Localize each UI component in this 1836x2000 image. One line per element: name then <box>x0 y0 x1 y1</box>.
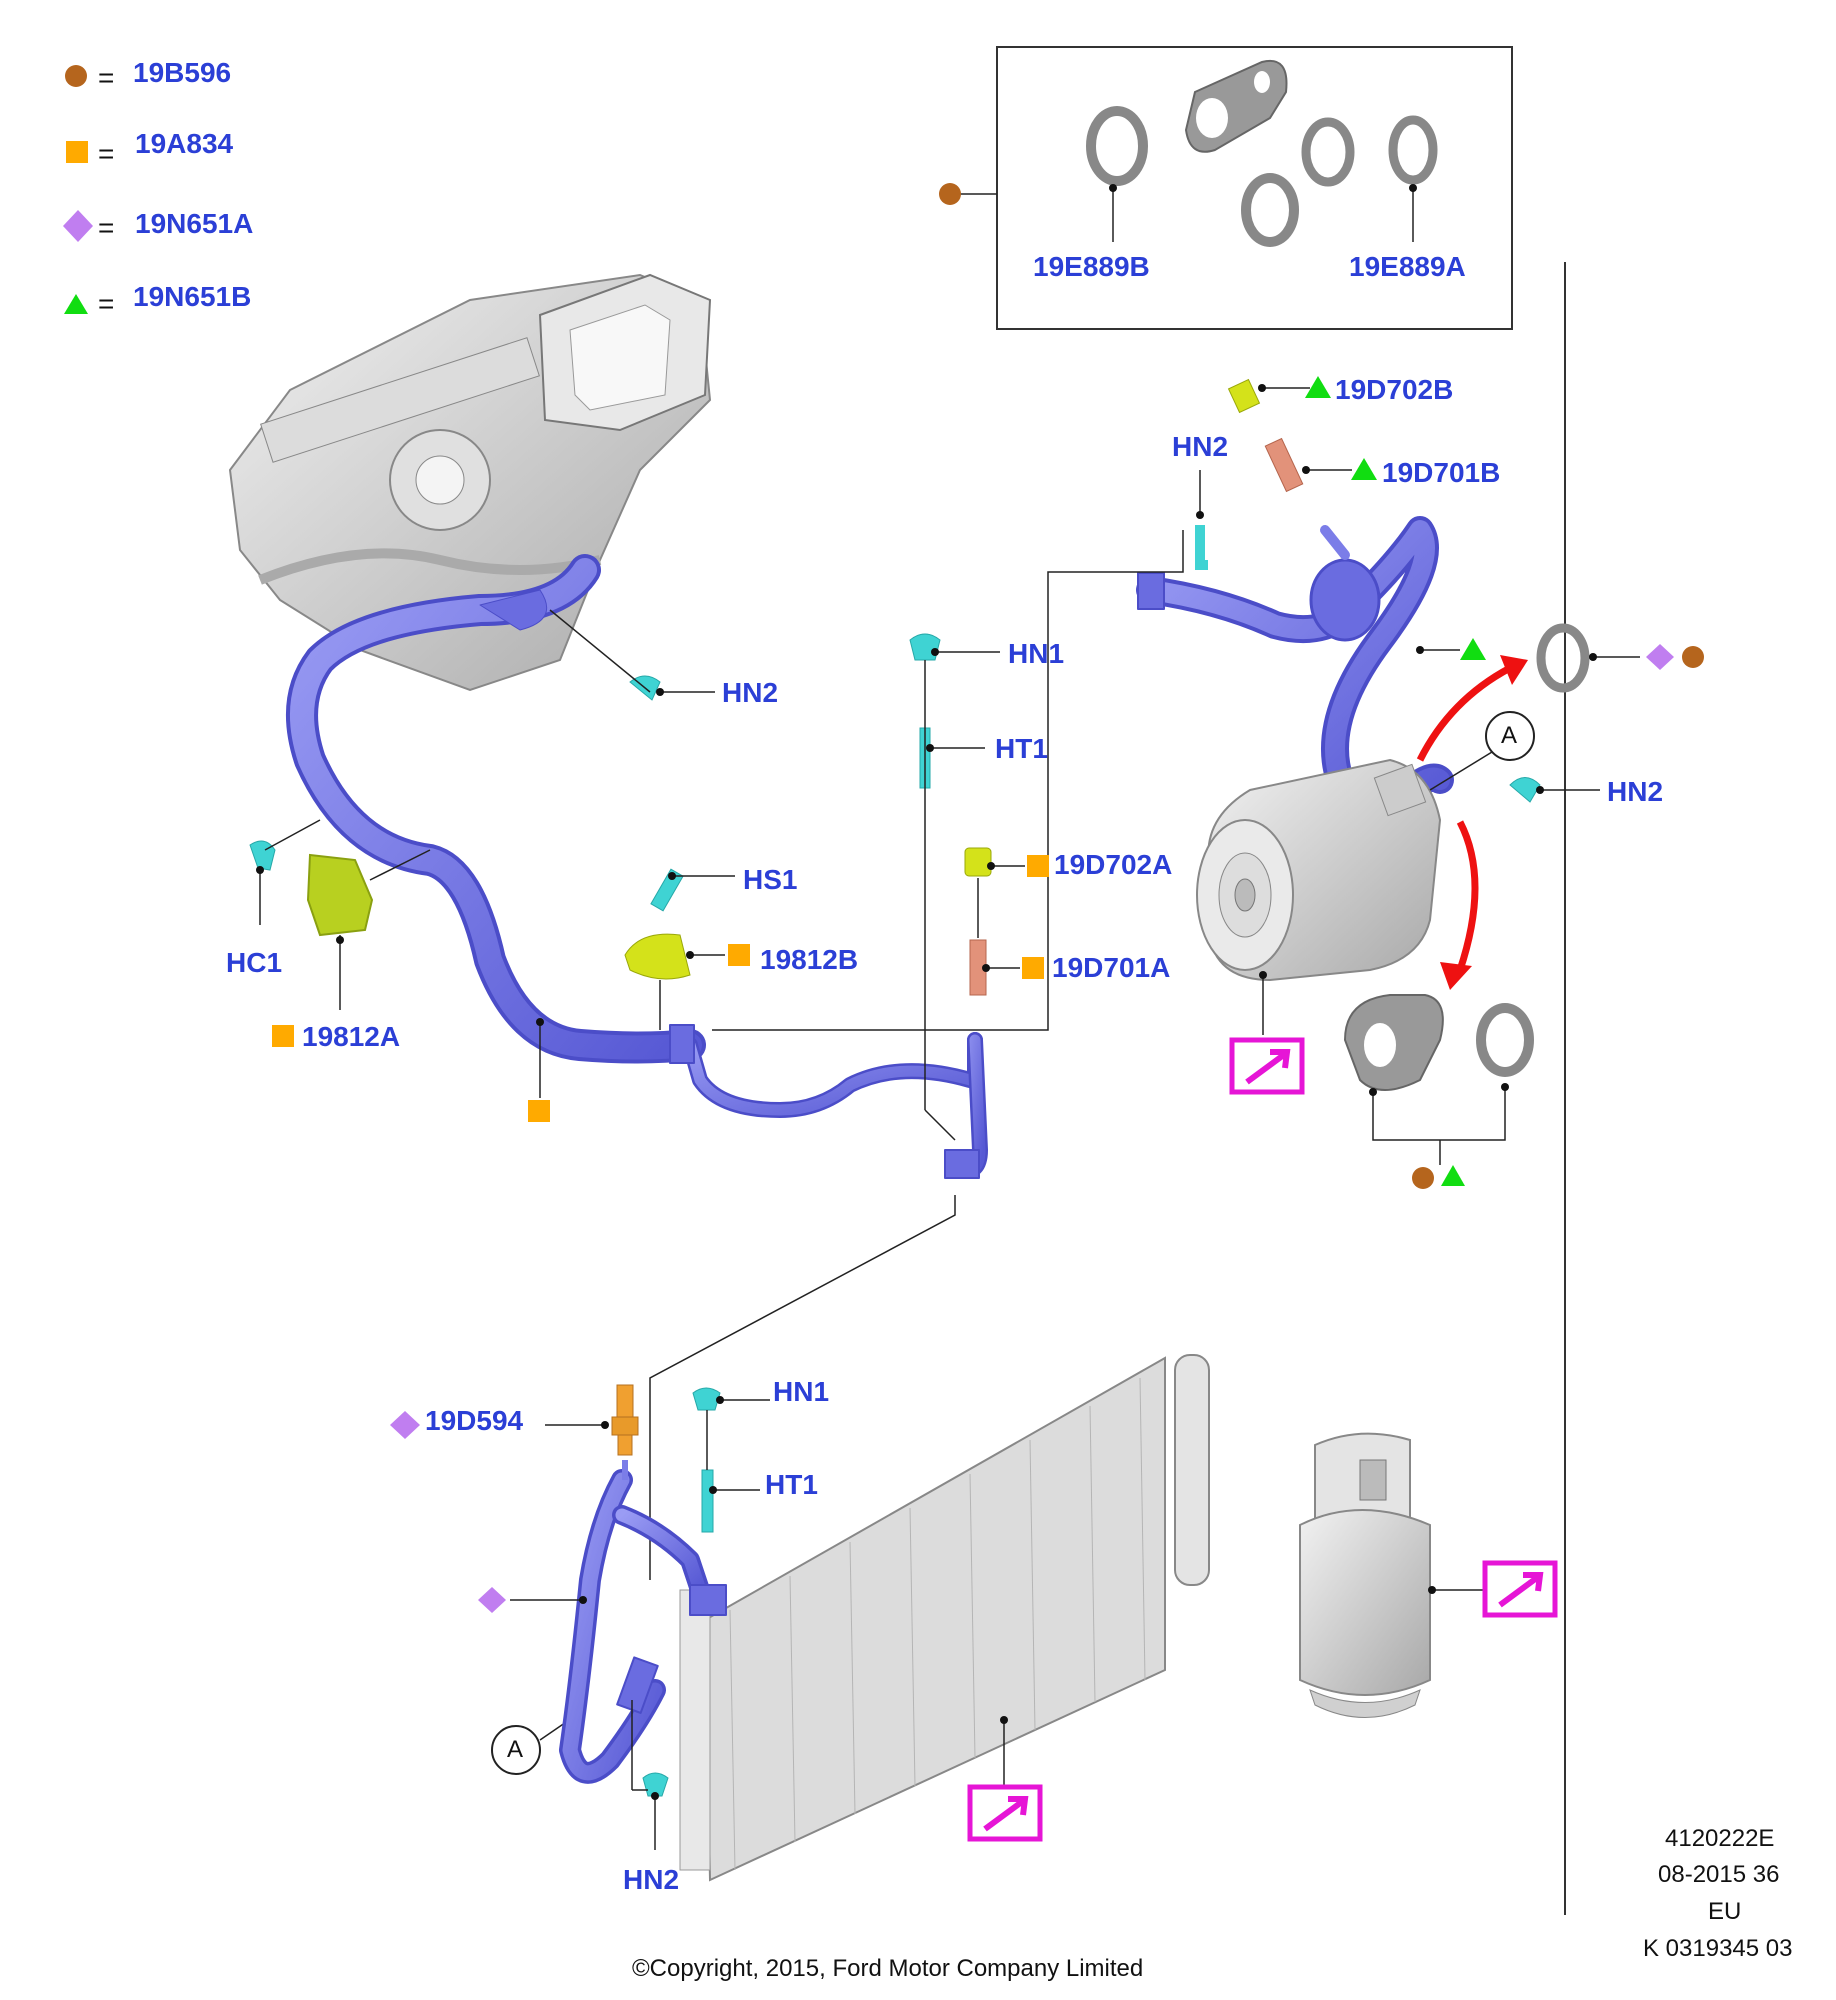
label-hn2-compressor: HN2 <box>1607 776 1664 807</box>
o-ring-19e889b <box>1086 106 1148 186</box>
square-marker-19812a <box>272 1025 294 1047</box>
triangle-marker-701b <box>1351 458 1377 480</box>
label-hn2-low: HN2 <box>623 1864 680 1895</box>
callout-circle-icon <box>1485 711 1535 761</box>
label-19e889b: 19E889B <box>1033 251 1150 282</box>
doc-date: 08-2015 36 <box>1658 1861 1780 1888</box>
circle-marker-oring <box>1682 646 1704 668</box>
link-arrow-icon-condenser[interactable] <box>967 1784 1043 1842</box>
red-curved-arrow-icon <box>1416 664 1512 972</box>
legend-symbols <box>63 65 93 314</box>
liquid-pipe <box>669 1024 988 1179</box>
label-19d594: 19D594 <box>425 1405 524 1436</box>
heater-housing <box>228 273 712 692</box>
hn2-low-clip <box>642 1772 669 1797</box>
square-marker-701a <box>1022 957 1044 979</box>
o-ring-compressor <box>1536 623 1590 693</box>
legend-code-19a834: 19A834 <box>135 128 234 159</box>
doc-number: 4120222E <box>1665 1825 1775 1852</box>
legend-equals-4: = <box>98 288 115 319</box>
box-circle-marker <box>939 183 961 205</box>
compressor <box>1196 758 1442 982</box>
square-marker-19812b <box>728 944 750 966</box>
label-19d702b: 19D702B <box>1335 374 1454 405</box>
legend-code-19n651b: 19N651B <box>133 281 252 312</box>
o-ring-lower <box>1476 1003 1534 1077</box>
label-hn2-top: HN2 <box>1172 431 1229 462</box>
label-ht1-mid: HT1 <box>995 733 1048 764</box>
doc-ref: K 0319345 03 <box>1643 1935 1793 1962</box>
square-marker-702a <box>1027 855 1049 877</box>
link-arrow-icon[interactable] <box>1229 1037 1305 1095</box>
o-ring-19e889a <box>1388 115 1438 185</box>
copyright: ©Copyright, 2015, Ford Motor Company Lim… <box>632 1955 1144 1982</box>
legend-diamond-icon <box>63 210 93 242</box>
muffler <box>1309 558 1381 642</box>
label-hn1-low: HN1 <box>773 1376 830 1407</box>
hn1-ht1-mid <box>909 633 1000 1141</box>
service-valve-low <box>964 847 1049 996</box>
seal-kit-box <box>939 46 1513 330</box>
label-ht1-low: HT1 <box>765 1469 818 1500</box>
hn2-top-clip <box>712 470 1208 1031</box>
suction-pipe <box>286 554 706 1064</box>
hn2-compressor-clip <box>1509 777 1541 803</box>
hn1-ht1-low <box>692 1387 770 1533</box>
label-19e889a: 19E889A <box>1349 251 1466 282</box>
label-hs1: HS1 <box>743 864 798 895</box>
label-19812a: 19812A <box>302 1021 401 1052</box>
callout-a-upper: A <box>1501 722 1518 749</box>
label-19812b: 19812B <box>760 944 859 975</box>
link-arrow-icon-bottle[interactable] <box>1482 1560 1558 1618</box>
label-hc1: HC1 <box>226 947 283 978</box>
legend-equals-2: = <box>98 138 115 169</box>
triangle-marker-702b <box>1305 376 1331 398</box>
legend-equals-1: = <box>98 62 115 93</box>
pressure-switch <box>390 1384 639 1480</box>
legend-triangle-icon <box>64 294 88 314</box>
condenser-pipe <box>559 1469 727 1784</box>
label-hn2-heater: HN2 <box>722 677 779 708</box>
label-19d701b: 19D701B <box>1382 457 1501 488</box>
callout-circle-icon-low <box>491 1725 541 1775</box>
legend-code-19b596: 19B596 <box>133 57 232 88</box>
legend-code-19n651a: 19N651A <box>135 208 254 239</box>
lower-gasket-pair <box>1343 994 1534 1189</box>
o-ring-small <box>1301 117 1355 187</box>
hs1-switch <box>624 868 750 1030</box>
square-marker-pipe <box>528 1100 550 1122</box>
triangle-marker-hose <box>1460 638 1486 660</box>
circle-marker-gasket <box>1412 1167 1434 1189</box>
hc1-valve <box>249 819 431 1047</box>
diamond-marker-oring <box>1646 644 1674 670</box>
doc-region: EU <box>1708 1898 1742 1925</box>
triangle-marker-gasket <box>1441 1165 1465 1186</box>
refrigerant-bottle <box>1299 1432 1431 1718</box>
callout-a-lower: A <box>507 1736 524 1763</box>
legend-circle-icon <box>65 65 87 87</box>
label-hn1-mid: HN1 <box>1008 638 1065 669</box>
service-valve-high <box>1227 376 1377 493</box>
legend-equals-3: = <box>98 212 115 243</box>
label-19d701a: 19D701A <box>1052 952 1171 983</box>
diamond-marker-condenser <box>478 1587 506 1613</box>
o-ring-mid <box>1241 173 1299 247</box>
diamond-marker-19d594 <box>390 1411 420 1439</box>
condenser <box>679 1354 1210 1882</box>
legend-square-icon <box>66 141 88 163</box>
label-19d702a: 19D702A <box>1054 849 1173 880</box>
